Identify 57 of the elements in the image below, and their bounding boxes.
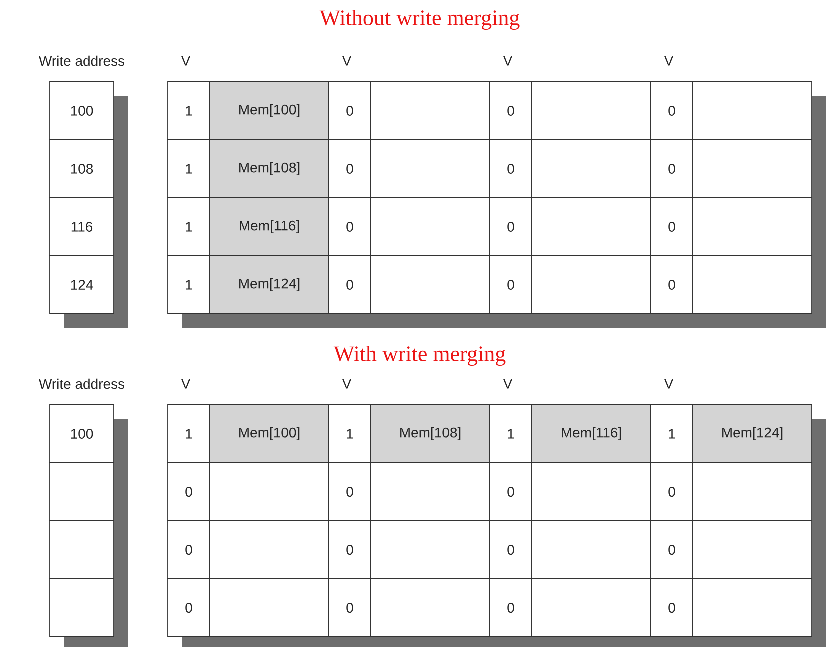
table-cell: 0 [490, 82, 532, 140]
table-cell: Mem[116] [210, 198, 330, 256]
table-cell: Mem[100] [210, 82, 330, 140]
table-cell: 0 [490, 198, 532, 256]
table-cell: 0 [328, 198, 372, 256]
table-cell: 1 [490, 404, 532, 464]
table-cell: 124 [50, 256, 114, 314]
table-cell: Mem[124] [210, 256, 330, 314]
column-header: Write address [39, 56, 125, 66]
table-cell: 1 [650, 404, 694, 464]
table-cell: 1 [168, 256, 210, 314]
column-header: V [181, 56, 191, 66]
heading: Without write merging [320, 10, 520, 30]
table-cell: Mem[116] [532, 404, 652, 464]
column-header: V [342, 56, 352, 66]
table-cell: 0 [328, 140, 372, 198]
table-cell: 0 [490, 520, 532, 580]
column-header: V [181, 379, 191, 389]
table-cell: 0 [490, 462, 532, 522]
table-cell: 1 [328, 404, 372, 464]
table-cell: 0 [650, 198, 694, 256]
table-cell: 0 [328, 256, 372, 314]
table-cell: 0 [168, 520, 210, 580]
table-cell: 116 [50, 198, 114, 256]
table-cell: 1 [168, 82, 210, 140]
table-cell: 0 [168, 462, 210, 522]
table-cell: 0 [650, 82, 694, 140]
table-cell: 1 [168, 198, 210, 256]
table-cell: 1 [168, 140, 210, 198]
column-header: V [503, 379, 513, 389]
table-cell: 0 [650, 520, 694, 580]
table-cell: Mem[100] [210, 404, 330, 464]
table-cell: 0 [650, 140, 694, 198]
column-header: Write address [39, 378, 125, 390]
table-cell: 0 [650, 578, 694, 638]
column-header: V [664, 379, 674, 389]
table-cell: 100 [50, 82, 114, 140]
table-cell: 0 [328, 578, 372, 638]
table-cell: 0 [490, 140, 532, 198]
table-cell: 0 [328, 82, 372, 140]
table-cell: 100 [50, 404, 114, 464]
table-cell: Mem[124] [692, 404, 812, 464]
table-cell: Mem[108] [370, 404, 490, 464]
column-header: V [342, 379, 352, 389]
table-cell: 0 [168, 578, 210, 638]
table-cell: 0 [328, 462, 372, 522]
table-cell: 0 [490, 256, 532, 314]
table-cell: Mem[108] [210, 140, 330, 198]
column-header: V [664, 56, 674, 66]
table-cell: 0 [650, 462, 694, 522]
heading: With write merging [334, 346, 506, 366]
table-cell: 1 [168, 404, 210, 464]
table-cell: 0 [490, 578, 532, 638]
column-header: V [503, 56, 513, 66]
table-cell: 0 [650, 256, 694, 314]
table-cell: 108 [50, 140, 114, 198]
table-cell: 0 [328, 520, 372, 580]
